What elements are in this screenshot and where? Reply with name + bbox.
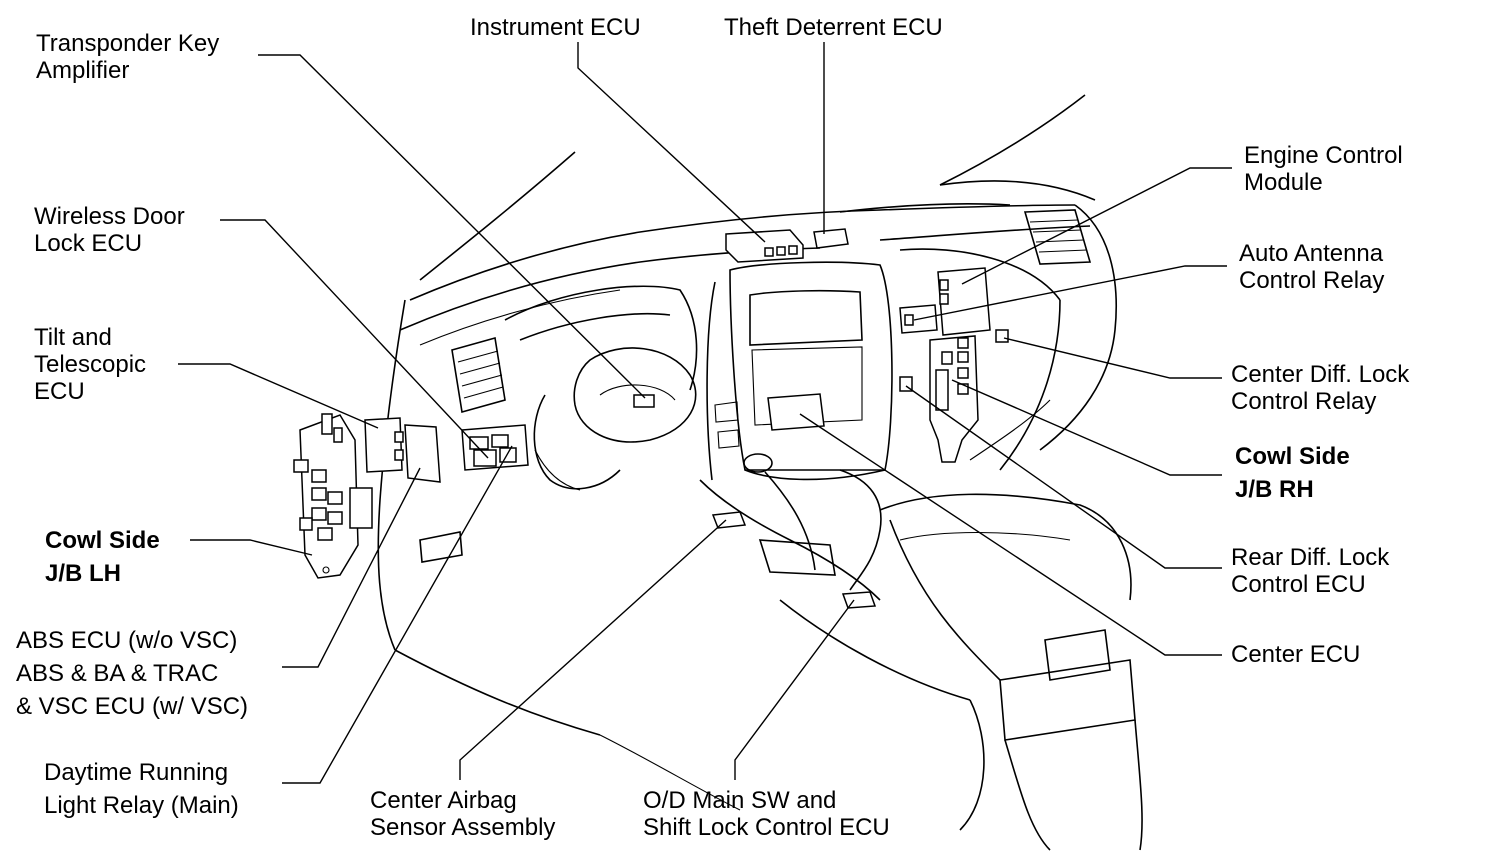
transponder-key-amplifier-part bbox=[633, 394, 655, 408]
leader-abs-ecu bbox=[282, 467, 421, 668]
cowl-side-jb-rh-part bbox=[899, 267, 1009, 463]
label-center-airbag-sensor-assembly: Center Airbag Sensor Assembly bbox=[370, 787, 556, 841]
center-console bbox=[699, 261, 893, 601]
steering-column-modules bbox=[461, 424, 529, 471]
theft-deterrent-ecu-part bbox=[813, 228, 849, 249]
label-abs-ecu: ABS ECU (w/o VSC) ABS & BA & TRAC & VSC … bbox=[16, 627, 249, 720]
label-od-main-sw-shift-lock-ecu: O/D Main SW and Shift Lock Control ECU bbox=[643, 787, 890, 841]
label-instrument-ecu: Instrument ECU bbox=[470, 14, 641, 41]
instrument-ecu-part bbox=[725, 229, 804, 263]
leader-center-ecu bbox=[799, 413, 1222, 656]
cowl-side-jb-lh-part bbox=[293, 413, 373, 579]
lower-dash-left bbox=[419, 449, 581, 563]
leader-lines bbox=[178, 42, 1232, 784]
leader-daytime-relay bbox=[282, 445, 513, 784]
right-vent bbox=[1023, 209, 1092, 265]
leader-rear-diff bbox=[905, 385, 1222, 569]
label-center-ecu: Center ECU bbox=[1231, 641, 1361, 668]
label-rear-diff-lock-control-ecu: Rear Diff. Lock Control ECU bbox=[1231, 544, 1390, 598]
dashboard-outline bbox=[377, 203, 1118, 811]
od-main-sw-part bbox=[841, 591, 877, 609]
label-center-diff-lock-control-relay: Center Diff. Lock Control Relay bbox=[1231, 361, 1410, 415]
leader-center-diff-relay bbox=[1003, 337, 1222, 379]
floor-console bbox=[779, 493, 1143, 851]
glove-box bbox=[899, 248, 1061, 471]
leader-auto-antenna bbox=[913, 265, 1227, 321]
center-airbag-sensor-part bbox=[711, 511, 747, 529]
leader-od-main bbox=[734, 599, 855, 780]
windshield-outline bbox=[419, 94, 1096, 281]
leader-instrument-ecu bbox=[577, 42, 766, 243]
steering-wheel bbox=[533, 347, 697, 490]
leader-tilt-ecu bbox=[178, 363, 379, 429]
tilt-telescopic-ecu-part bbox=[364, 417, 441, 483]
leader-transponder bbox=[258, 54, 646, 399]
leader-engine-module bbox=[961, 167, 1232, 285]
left-vent bbox=[451, 336, 506, 414]
leader-wireless-door bbox=[220, 219, 489, 459]
label-cowl-side-jb-rh: Cowl Side J/B RH bbox=[1235, 443, 1350, 503]
label-tilt-telescopic-ecu: Tilt and Telescopic ECU bbox=[34, 324, 147, 405]
label-wireless-door-lock-ecu: Wireless Door Lock ECU bbox=[34, 203, 185, 257]
label-cowl-side-jb-lh: Cowl Side J/B LH bbox=[45, 527, 160, 587]
label-daytime-running-light-relay: Daytime Running Light Relay (Main) bbox=[44, 759, 239, 819]
instrument-cluster bbox=[504, 285, 698, 391]
label-transponder-key-amplifier: Transponder Key Amplifier bbox=[36, 30, 220, 84]
leader-airbag bbox=[459, 519, 727, 780]
shift-lever bbox=[743, 453, 882, 591]
leader-cowl-lh bbox=[190, 539, 313, 556]
label-engine-control-module: Engine Control Module bbox=[1244, 142, 1403, 196]
label-theft-deterrent-ecu: Theft Deterrent ECU bbox=[724, 14, 943, 41]
label-auto-antenna-control-relay: Auto Antenna Control Relay bbox=[1239, 240, 1385, 294]
leader-cowl-rh bbox=[951, 379, 1222, 476]
